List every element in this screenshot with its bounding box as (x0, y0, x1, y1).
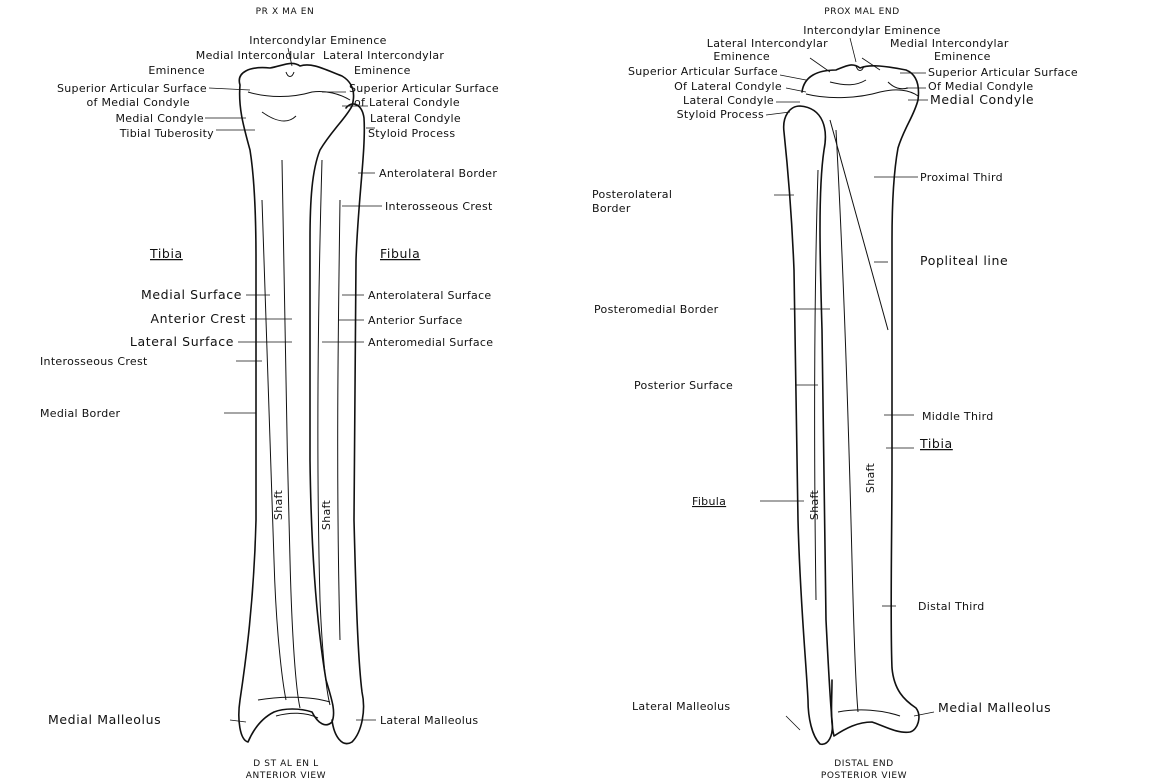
anterior-bottom-caption-2: ANTERIOR VIEW (246, 771, 326, 781)
anterior-fibula-outline (332, 104, 364, 744)
label-p-lateral-malleolus: Lateral Malleolus (632, 700, 730, 713)
anterior-tibia-outline (239, 63, 354, 742)
label-p-popliteal-line: Popliteal line (920, 253, 1008, 268)
label-p-posterolateral-1: Posterolateral (592, 188, 672, 201)
label-medial-condyle: Medial Condyle (116, 112, 205, 125)
label-tibial-tuberosity: Tibial Tuberosity (119, 127, 214, 140)
label-anterolateral-border: Anterolateral Border (379, 167, 497, 180)
anterior-view: PR X MA EN Intercondylar Eminence Medial… (40, 7, 499, 781)
label-p-lateral-intercondylar: Lateral Intercondylar (707, 37, 828, 50)
label-p-medial-malleolus: Medial Malleolus (938, 700, 1051, 715)
label-p-medial-intercondylar: Medial Intercondylar (890, 37, 1009, 50)
posterior-view: PROX MAL END Intercondylar Eminence Late… (592, 7, 1078, 781)
label-lateral-eminence: Eminence (354, 64, 411, 77)
label-medial-malleolus: Medial Malleolus (48, 712, 161, 727)
anterior-top-caption: PR X MA EN (256, 7, 315, 17)
label-p-sup-art-medial: Superior Articular Surface (928, 66, 1078, 79)
label-tibia: Tibia (149, 246, 183, 261)
label-interosseous-crest-left: Interosseous Crest (40, 355, 148, 368)
posterior-bottom-caption-2: POSTERIOR VIEW (821, 771, 907, 781)
posterior-top-caption: PROX MAL END (824, 7, 900, 17)
label-p-lateral-eminence: Eminence (713, 50, 770, 63)
label-p-sup-art-lateral: Superior Articular Surface (628, 65, 778, 78)
label-p-proximal-third: Proximal Third (920, 171, 1003, 184)
label-medial-surface: Medial Surface (141, 287, 242, 302)
label-p-medial-condyle: Medial Condyle (930, 92, 1034, 107)
label-interosseous-crest-right: Interosseous Crest (385, 200, 493, 213)
label-p-styloid-process: Styloid Process (677, 108, 764, 121)
label-lateral-intercondylar: Lateral Intercondylar (323, 49, 444, 62)
label-anterior-surface: Anterior Surface (368, 314, 463, 327)
posterior-bottom-caption-1: DISTAL END (834, 759, 893, 769)
label-shaft-tibia: Shaft (272, 490, 285, 521)
label-p-distal-third: Distal Third (918, 600, 985, 613)
label-of-medial-condyle: of Medial Condyle (87, 96, 191, 109)
label-p-shaft-tibia: Shaft (864, 463, 877, 494)
label-p-fibula: Fibula (692, 495, 726, 508)
label-of-lateral-condyle: of Lateral Condyle (354, 96, 460, 109)
posterior-fibula-outline (784, 106, 833, 744)
label-lateral-surface: Lateral Surface (130, 334, 234, 349)
label-lateral-condyle: Lateral Condyle (370, 112, 461, 125)
label-p-shaft-fibula: Shaft (808, 490, 821, 521)
label-lateral-malleolus: Lateral Malleolus (380, 714, 478, 727)
label-anterolateral-surface: Anterolateral Surface (368, 289, 492, 302)
label-p-intercondylar-eminence: Intercondylar Eminence (803, 24, 940, 37)
posterior-tibia-outline (802, 65, 919, 736)
label-p-middle-third: Middle Third (922, 410, 994, 423)
label-medial-intercondylar: Medial Intercondular (196, 49, 315, 62)
label-p-tibia: Tibia (919, 436, 953, 451)
anterior-bottom-caption-1: D ST AL EN L (253, 759, 318, 769)
label-sup-art-medial: Superior Articular Surface (57, 82, 207, 95)
label-p-lateral-condyle: Lateral Condyle (683, 94, 774, 107)
label-styloid-process: Styloid Process (368, 127, 455, 140)
label-p-posterolateral-2: Border (592, 202, 631, 215)
label-p-of-lateral-condyle: Of Lateral Condyle (674, 80, 782, 93)
label-p-posteromedial-border: Posteromedial Border (594, 303, 719, 316)
label-sup-art-lateral: Superior Articular Surface (349, 82, 499, 95)
label-p-posterior-surface: Posterior Surface (634, 379, 733, 392)
label-fibula: Fibula (380, 246, 420, 261)
label-medial-border: Medial Border (40, 407, 121, 420)
label-intercondylar-eminence: Intercondylar Eminence (249, 34, 386, 47)
label-p-medial-eminence: Eminence (934, 50, 991, 63)
label-anteromedial-surface: Anteromedial Surface (368, 336, 493, 349)
label-anterior-crest: Anterior Crest (150, 311, 246, 326)
label-shaft-fibula: Shaft (320, 500, 333, 531)
label-medial-eminence: Eminence (148, 64, 205, 77)
